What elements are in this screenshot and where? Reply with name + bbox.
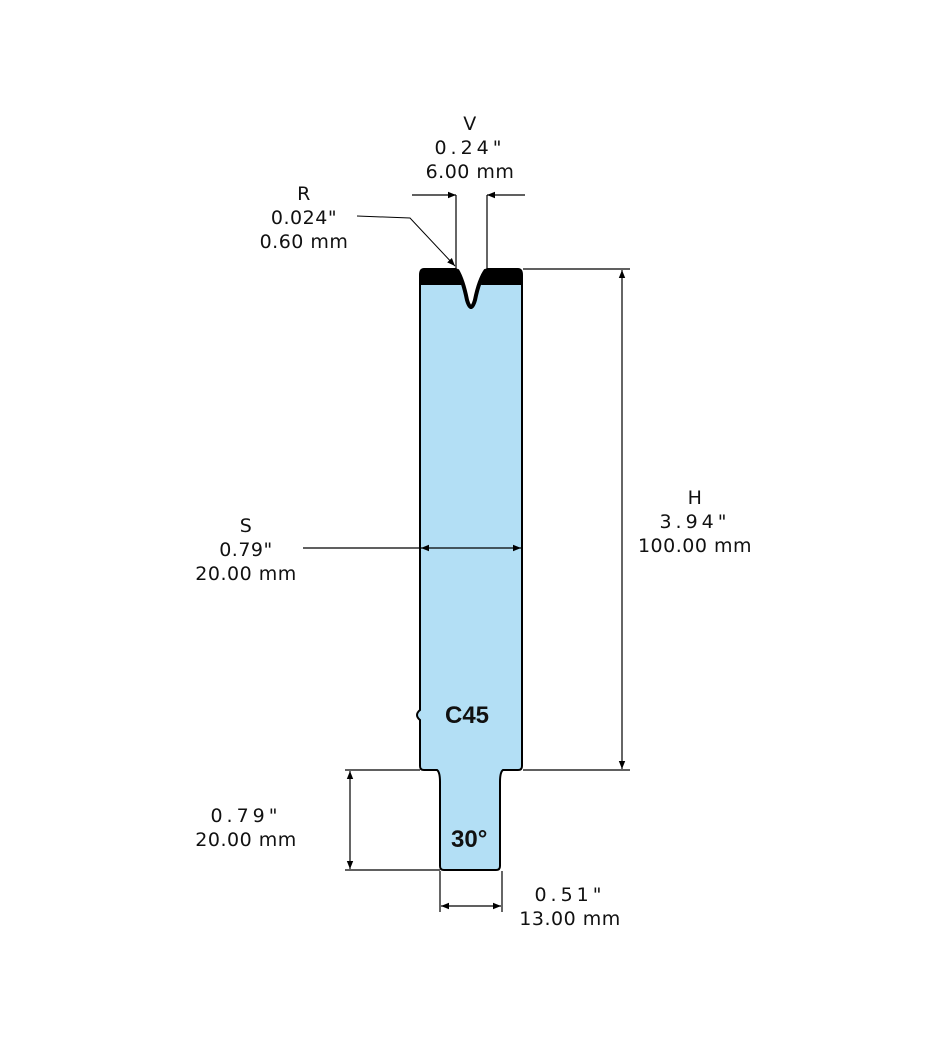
- h-mm: 100.00 mm: [637, 535, 753, 557]
- s-inch: 0.79": [219, 539, 273, 561]
- v-groove: [455, 268, 488, 309]
- tang-height-mm: 20.00 mm: [195, 829, 297, 851]
- angle-marking: 30°: [451, 826, 488, 853]
- s-label: S 0.79" 20.00 mm: [186, 514, 306, 586]
- r-leader: [356, 215, 456, 267]
- tang-height-inch: 0.79": [210, 805, 282, 827]
- h-name: H: [687, 487, 703, 509]
- r-label: R 0.024" 0.60 mm: [244, 182, 364, 254]
- v-name: V: [463, 113, 477, 135]
- r-name: R: [297, 183, 311, 205]
- r-mm: 0.60 mm: [259, 231, 349, 253]
- material-marking: C45: [445, 702, 490, 729]
- tang-width-dimension: [439, 871, 503, 912]
- tip-band: [420, 269, 522, 285]
- v-dimension: [412, 191, 525, 268]
- tang-width-mm: 13.00 mm: [519, 908, 621, 930]
- h-dimension: [523, 268, 630, 771]
- tang-width-inch: 0.51": [534, 884, 606, 906]
- s-mm: 20.00 mm: [195, 563, 297, 585]
- tang-width-label: 0.51" 13.00 mm: [510, 883, 630, 931]
- tang-height-label: 0.79" 20.00 mm: [186, 804, 306, 852]
- v-inch: 0.24": [434, 137, 506, 159]
- r-inch: 0.024": [270, 207, 338, 229]
- h-label: H 3.94" 100.00 mm: [625, 486, 765, 558]
- die-body: [416, 268, 523, 871]
- tang-height-dimension: [345, 769, 440, 871]
- h-inch: 3.94": [659, 511, 731, 533]
- v-label: V 0.24" 6.00 mm: [410, 112, 530, 184]
- s-name: S: [239, 515, 253, 537]
- v-mm: 6.00 mm: [425, 161, 515, 183]
